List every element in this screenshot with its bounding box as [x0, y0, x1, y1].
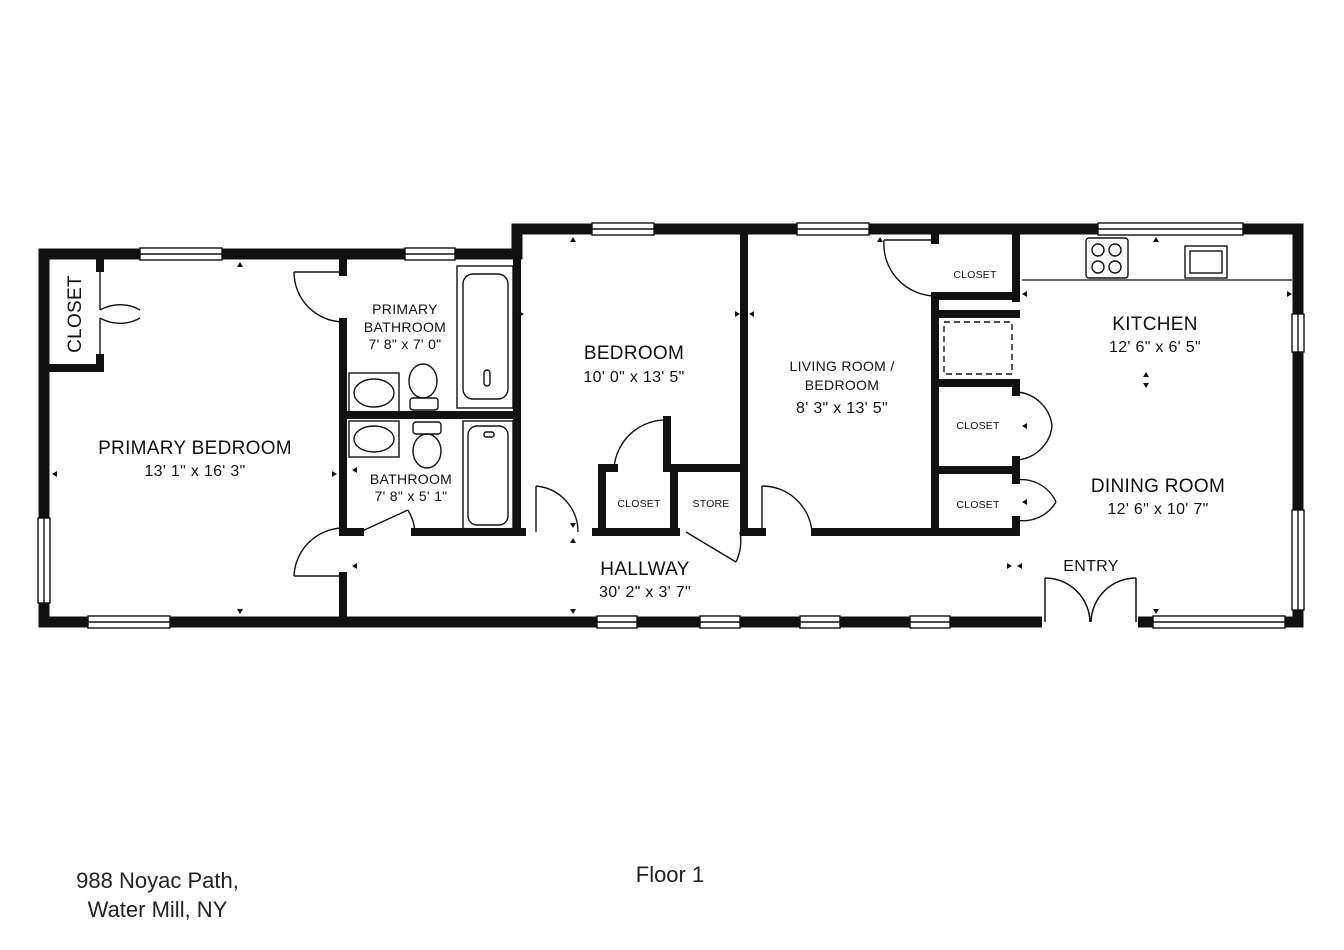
closet-primary-label: CLOSET [65, 275, 86, 353]
kitchen-sink [1184, 245, 1228, 279]
closet-top-right-label: CLOSET [953, 269, 997, 281]
bedroom-name: BEDROOM [584, 343, 684, 364]
interior-walls [46, 231, 1020, 620]
entry-door [1042, 577, 1138, 629]
bathtub-secondary [462, 420, 514, 531]
sink-bathroom [348, 420, 400, 458]
address-line-1: 988 Noyac Path, [76, 868, 239, 893]
windows [37, 222, 1305, 629]
primary-bedroom-dims: 13' 1" x 16' 3" [144, 463, 245, 480]
door-swings [99, 239, 1057, 577]
bathroom-dims: 7' 8" x 5' 1" [375, 488, 448, 504]
primary-bathroom-dims: 7' 8" x 7' 0" [369, 336, 442, 352]
toilet-primary [408, 363, 439, 411]
dining-room-name: DINING ROOM [1091, 476, 1225, 497]
pantry-opening [943, 321, 1013, 375]
living-room-dims: 8' 3" x 13' 5" [796, 400, 888, 417]
kitchen-name: KITCHEN [1112, 314, 1198, 335]
dining-room-dims: 12' 6" x 10' 7" [1107, 501, 1208, 518]
bedroom-dims: 10' 0" x 13' 5" [583, 369, 684, 386]
floor-label: Floor 1 [635, 862, 705, 887]
closet-low-right-label: CLOSET [956, 499, 1000, 511]
bathroom-name: BATHROOM [370, 471, 452, 487]
sink-primary [348, 372, 400, 413]
primary-bathroom-name-1: PRIMARY [372, 301, 438, 317]
markers [52, 237, 1292, 614]
hallway-dims: 30' 2" x 3' 7" [599, 584, 691, 601]
toilet-bathroom [412, 421, 442, 469]
primary-bedroom-name: PRIMARY BEDROOM [98, 438, 292, 459]
bathtub-primary [456, 265, 514, 409]
address-line-2: Water Mill, NY [87, 897, 228, 922]
address: 988 Noyac Path, Water Mill, NY [55, 866, 260, 924]
hallway-name: HALLWAY [600, 559, 689, 580]
exterior-walls [38, 223, 1304, 628]
kitchen-stove [1085, 237, 1129, 279]
store-label: STORE [693, 498, 730, 510]
living-room-name-1: LIVING ROOM / [789, 358, 894, 374]
living-room-name-2: BEDROOM [805, 377, 879, 393]
kitchen-dims: 12' 6" x 6' 5" [1109, 339, 1201, 356]
closet-mid-right-label: CLOSET [956, 420, 1000, 432]
entry-label: ENTRY [1063, 558, 1118, 575]
closet-bedroom-label: CLOSET [617, 498, 661, 510]
primary-bathroom-name-2: BATHROOM [364, 319, 446, 335]
